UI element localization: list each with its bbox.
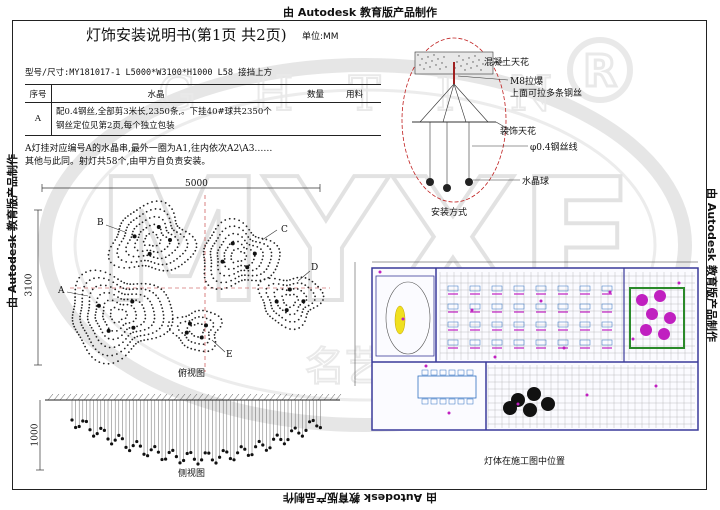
- marker-b: B: [97, 218, 104, 228]
- marker-a: A: [58, 286, 65, 296]
- table-row: A 配0.4钢丝,全部剪3米长,2350条,。下挂40#球共2350个 钢丝定位…: [25, 102, 381, 136]
- note-line-2: 其他与此同。射灯共58个,由甲方自负责安装。: [25, 157, 211, 167]
- plan-view-caption: 俯视图: [178, 369, 206, 379]
- marker-d: D: [311, 263, 319, 273]
- svg-text:R: R: [583, 46, 617, 97]
- row-line-2: 钢丝定位见第2页,每个独立包装: [56, 121, 175, 131]
- col-header-id: 序号: [25, 84, 52, 103]
- label-decor-ceiling: 装饰天花: [500, 127, 537, 137]
- table-header-row: 序号 水晶 数量 用料: [25, 84, 381, 103]
- plan-width-dim: 5000: [185, 179, 208, 189]
- cluster-a: [71, 269, 174, 365]
- label-ball: 水晶球: [522, 177, 550, 187]
- cluster-c: [202, 217, 281, 290]
- label-ceiling: 混凝土天花: [484, 58, 530, 68]
- cluster-b: [107, 200, 198, 272]
- label-anchor-note: 上面可拉多条钢丝: [510, 89, 583, 99]
- model-line: 型号/尺寸:MY181017-1 L5000*W3100*H1000 L58 接…: [25, 68, 273, 78]
- label-anchor: M8拉爆: [510, 77, 543, 87]
- cluster-e: [167, 309, 223, 353]
- notes: A灯挂对应编号A的水晶串,最外一圈为A1,往内依次A2\A3…… 其他与此同。射…: [25, 143, 272, 169]
- label-wire: φ0.4钢丝线: [530, 143, 578, 153]
- cluster-d: [257, 276, 325, 331]
- unit-label: 单位:MM: [302, 32, 339, 42]
- spec-table: 序号 水晶 数量 用料 A 配0.4钢丝,全部剪3米长,2350条,。下挂40#…: [25, 84, 381, 136]
- row-id: A: [25, 102, 52, 136]
- col-header-qty: 数量: [260, 84, 328, 103]
- marker-c: C: [281, 225, 288, 235]
- marker-e: E: [226, 350, 233, 360]
- floor-plan-caption: 灯体在施工图中位置: [484, 457, 566, 467]
- side-view-caption: 侧视图: [178, 469, 206, 479]
- install-caption: 安装方式: [431, 208, 468, 218]
- row-line-1: 配0.4钢丝,全部剪3米长,2350条,。下挂40#球共2350个: [56, 107, 272, 117]
- col-header-crystal: 水晶: [51, 84, 260, 103]
- note-line-1: A灯挂对应编号A的水晶串,最外一圈为A1,往内依次A2\A3……: [25, 144, 273, 154]
- watermark-top-text: 由 Autodesk 教育版产品制作: [282, 6, 437, 19]
- drawing-frame: [12, 20, 707, 490]
- col-header-material: 用料: [328, 84, 381, 103]
- document-title: 灯饰安装说明书(第1页 共2页): [86, 26, 287, 44]
